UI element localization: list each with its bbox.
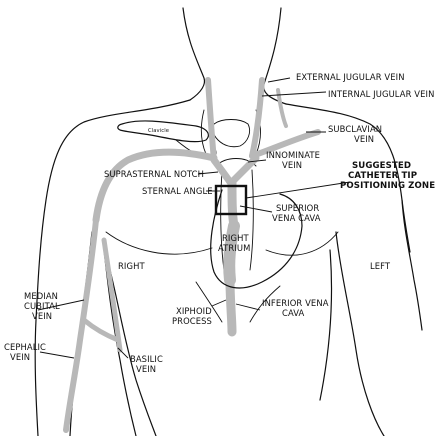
sternal-angle-label: STERNAL ANGLE xyxy=(142,186,213,196)
innominate-vein-label-line2: VEIN xyxy=(282,160,302,170)
veins xyxy=(66,80,318,430)
leader-external-jugular xyxy=(268,78,290,82)
right-pectoral-line xyxy=(106,232,212,254)
right-innominate-vein xyxy=(214,160,230,182)
thyroid-shape xyxy=(213,120,250,147)
leader-xiphoid-process xyxy=(212,300,226,306)
median-cubital-vein-label-line1: MEDIAN xyxy=(24,291,58,301)
median-cubital-vein-label-line2: CUBITAL xyxy=(24,301,60,311)
sternum-right xyxy=(250,170,253,270)
xiphoid-process-label-line2: PROCESS xyxy=(172,316,212,326)
leader-cephalic xyxy=(40,352,74,358)
right-atrium-label-line2: ATRIUM xyxy=(218,243,250,253)
left-side-label: LEFT xyxy=(370,261,391,271)
superior-vena-cava-label-line1: SUPERIOR xyxy=(276,203,319,213)
median-cubital-vein-label-line3: VEIN xyxy=(32,311,52,321)
xiphoid-process-label-line1: XIPHOID xyxy=(176,306,212,316)
internal-jugular-vein-label: INTERNAL JUGULAR VEIN xyxy=(328,89,434,99)
inferior-vena-cava xyxy=(230,280,232,332)
right-side-label: RIGHT xyxy=(118,261,145,271)
superior-vena-cava xyxy=(232,182,234,226)
cephalic-vein-label-line1: CEPHALIC xyxy=(4,342,46,352)
suggested-zone-label-line2: CATHETER TIP xyxy=(348,171,417,181)
neck-left-contour xyxy=(183,8,204,100)
cephalic-vein-label-line2: VEIN xyxy=(10,352,30,362)
leader-inferior-vena-cava xyxy=(236,304,260,310)
superior-vena-cava-label-line2: VENA CAVA xyxy=(272,213,321,223)
labels: EXTERNAL JUGULAR VEIN INTERNAL JUGULAR V… xyxy=(4,72,435,374)
right-median-cubital-vein xyxy=(84,320,118,340)
leader-internal-jugular xyxy=(262,92,326,96)
right-internal-jugular-vein xyxy=(208,80,214,160)
right-torso-contour xyxy=(108,262,156,436)
innominate-vein-label-line1: INNOMINATE xyxy=(266,150,320,160)
left-torso-contour xyxy=(320,250,332,400)
external-jugular-vein-label: EXTERNAL JUGULAR VEIN xyxy=(296,72,405,82)
basilic-vein-label-line2: VEIN xyxy=(136,364,156,374)
basilic-vein-label-line1: BASILIC xyxy=(130,354,163,364)
neck-right-contour xyxy=(264,8,286,104)
suggested-zone-label-line1: SUGGESTED xyxy=(352,161,411,171)
inferior-vena-cava-label-line2: CAVA xyxy=(282,308,305,318)
subclavian-vein-label-line2: VEIN xyxy=(354,134,374,144)
subclavian-vein-label-line1: SUBCLAVIAN xyxy=(328,124,382,134)
left-pectoral-line xyxy=(266,232,338,255)
suprasternal-notch-label: SUPRASTERNAL NOTCH xyxy=(104,169,204,179)
suggested-zone-label-line3: POSITIONING ZONE xyxy=(340,181,435,191)
inferior-vena-cava-label-line1: INFERIOR VENA xyxy=(262,298,329,308)
clavicle-label: Clavicle xyxy=(148,128,169,134)
trachea-left xyxy=(201,110,206,154)
left-internal-jugular-vein xyxy=(252,80,262,156)
right-atrium-label-line1: RIGHT xyxy=(222,233,249,243)
leader-suggested-zone xyxy=(246,182,350,198)
left-external-jugular-vein xyxy=(278,90,286,126)
